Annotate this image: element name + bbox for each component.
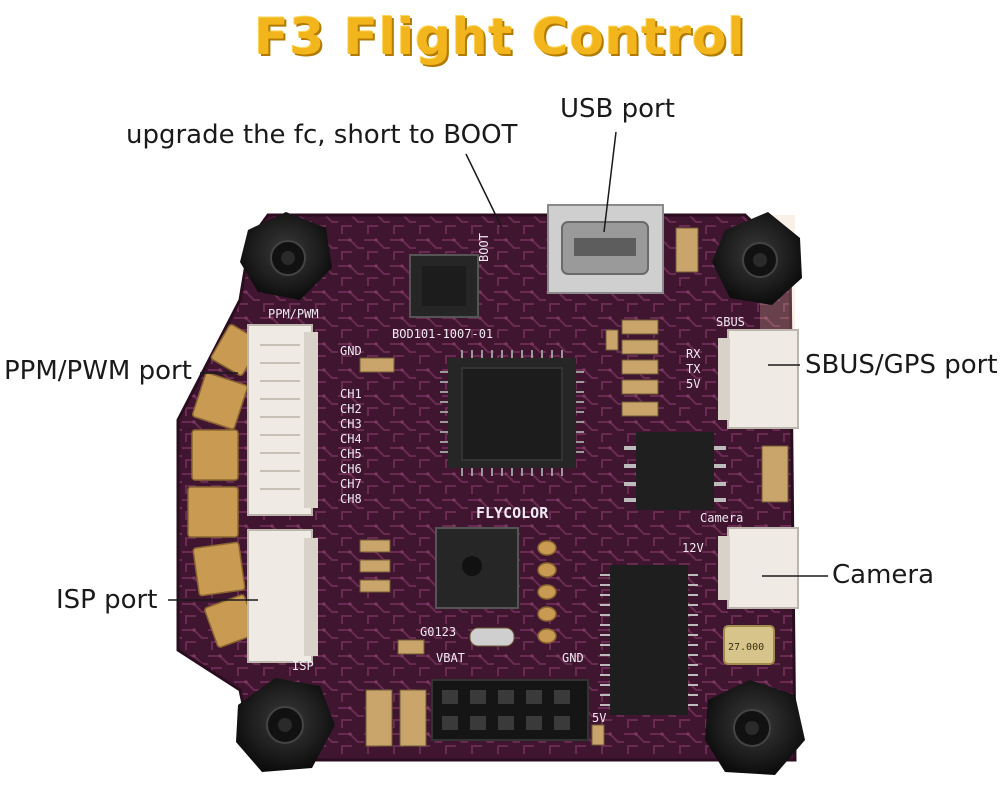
silk-ch5: CH5 (340, 447, 362, 461)
standoff-top-right (712, 212, 802, 305)
silk-gnd: GND (340, 344, 362, 358)
usb-connector (547, 204, 664, 294)
callout-lines (168, 131, 828, 601)
silk-sbus: SBUS (716, 315, 745, 329)
silk-gnd2: GND (562, 651, 584, 665)
silk-rx: RX (686, 347, 701, 361)
flash-chip (435, 527, 519, 609)
silkscreen-labels: BOOT PPM/PWM BOD101-1007-01 SBUS RX TX 5… (268, 233, 764, 725)
osd-chip (600, 565, 698, 715)
camera-label: Camera (832, 560, 935, 590)
boot-callout-line (465, 153, 503, 229)
isp-label: ISP port (56, 585, 158, 615)
ppm-label: PPM/PWM port (4, 356, 192, 386)
silk-chip: G0123 (420, 625, 456, 639)
sensor-chip (409, 254, 479, 318)
silk-5v: 5V (686, 377, 700, 391)
standoff-bottom-right (705, 680, 805, 775)
smd-components (359, 227, 789, 747)
silk-ch1: CH1 (340, 387, 362, 401)
ppm-pwm-connector (247, 324, 318, 516)
silk-tx: TX (686, 362, 701, 376)
usb-label: USB port (560, 94, 675, 124)
page-title: F3 Flight Control (254, 8, 746, 66)
camera-connector (718, 527, 799, 609)
regulator-chip (624, 432, 726, 510)
silk-ch2: CH2 (340, 402, 362, 416)
silk-ch8: CH8 (340, 492, 362, 506)
silk-ch7: CH7 (340, 477, 362, 491)
boot-label: upgrade the fc, short to BOOT (126, 120, 518, 150)
isp-connector (247, 529, 318, 663)
silk-ch6: CH6 (340, 462, 362, 476)
silk-crystal: 27.000 (728, 642, 764, 653)
sbus-gps-connector (718, 329, 799, 429)
silk-boot: BOOT (477, 233, 491, 262)
silk-camera: Camera (700, 511, 743, 525)
silk-ch4: CH4 (340, 432, 362, 446)
silk-ch3: CH3 (340, 417, 362, 431)
silk-vbat: VBAT (436, 651, 465, 665)
pin-header (431, 679, 589, 741)
silk-isp: ISP (292, 659, 314, 673)
crystal-oscillator (723, 625, 775, 665)
sbus-label: SBUS/GPS port (805, 350, 998, 380)
mcu-chip (440, 350, 584, 476)
silk-12v: 12V (682, 541, 704, 555)
standoff-top-left (240, 212, 332, 300)
solder-pads (537, 540, 557, 644)
standoff-bottom-left (236, 678, 335, 772)
silk-ppm: PPM/PWM (268, 307, 319, 321)
silk-brand: FLYCOLOR (476, 504, 549, 522)
silk-5v-b: 5V (592, 711, 606, 725)
silk-part-no: BOD101-1007-01 (392, 327, 493, 341)
usb-callout-line (603, 131, 617, 233)
